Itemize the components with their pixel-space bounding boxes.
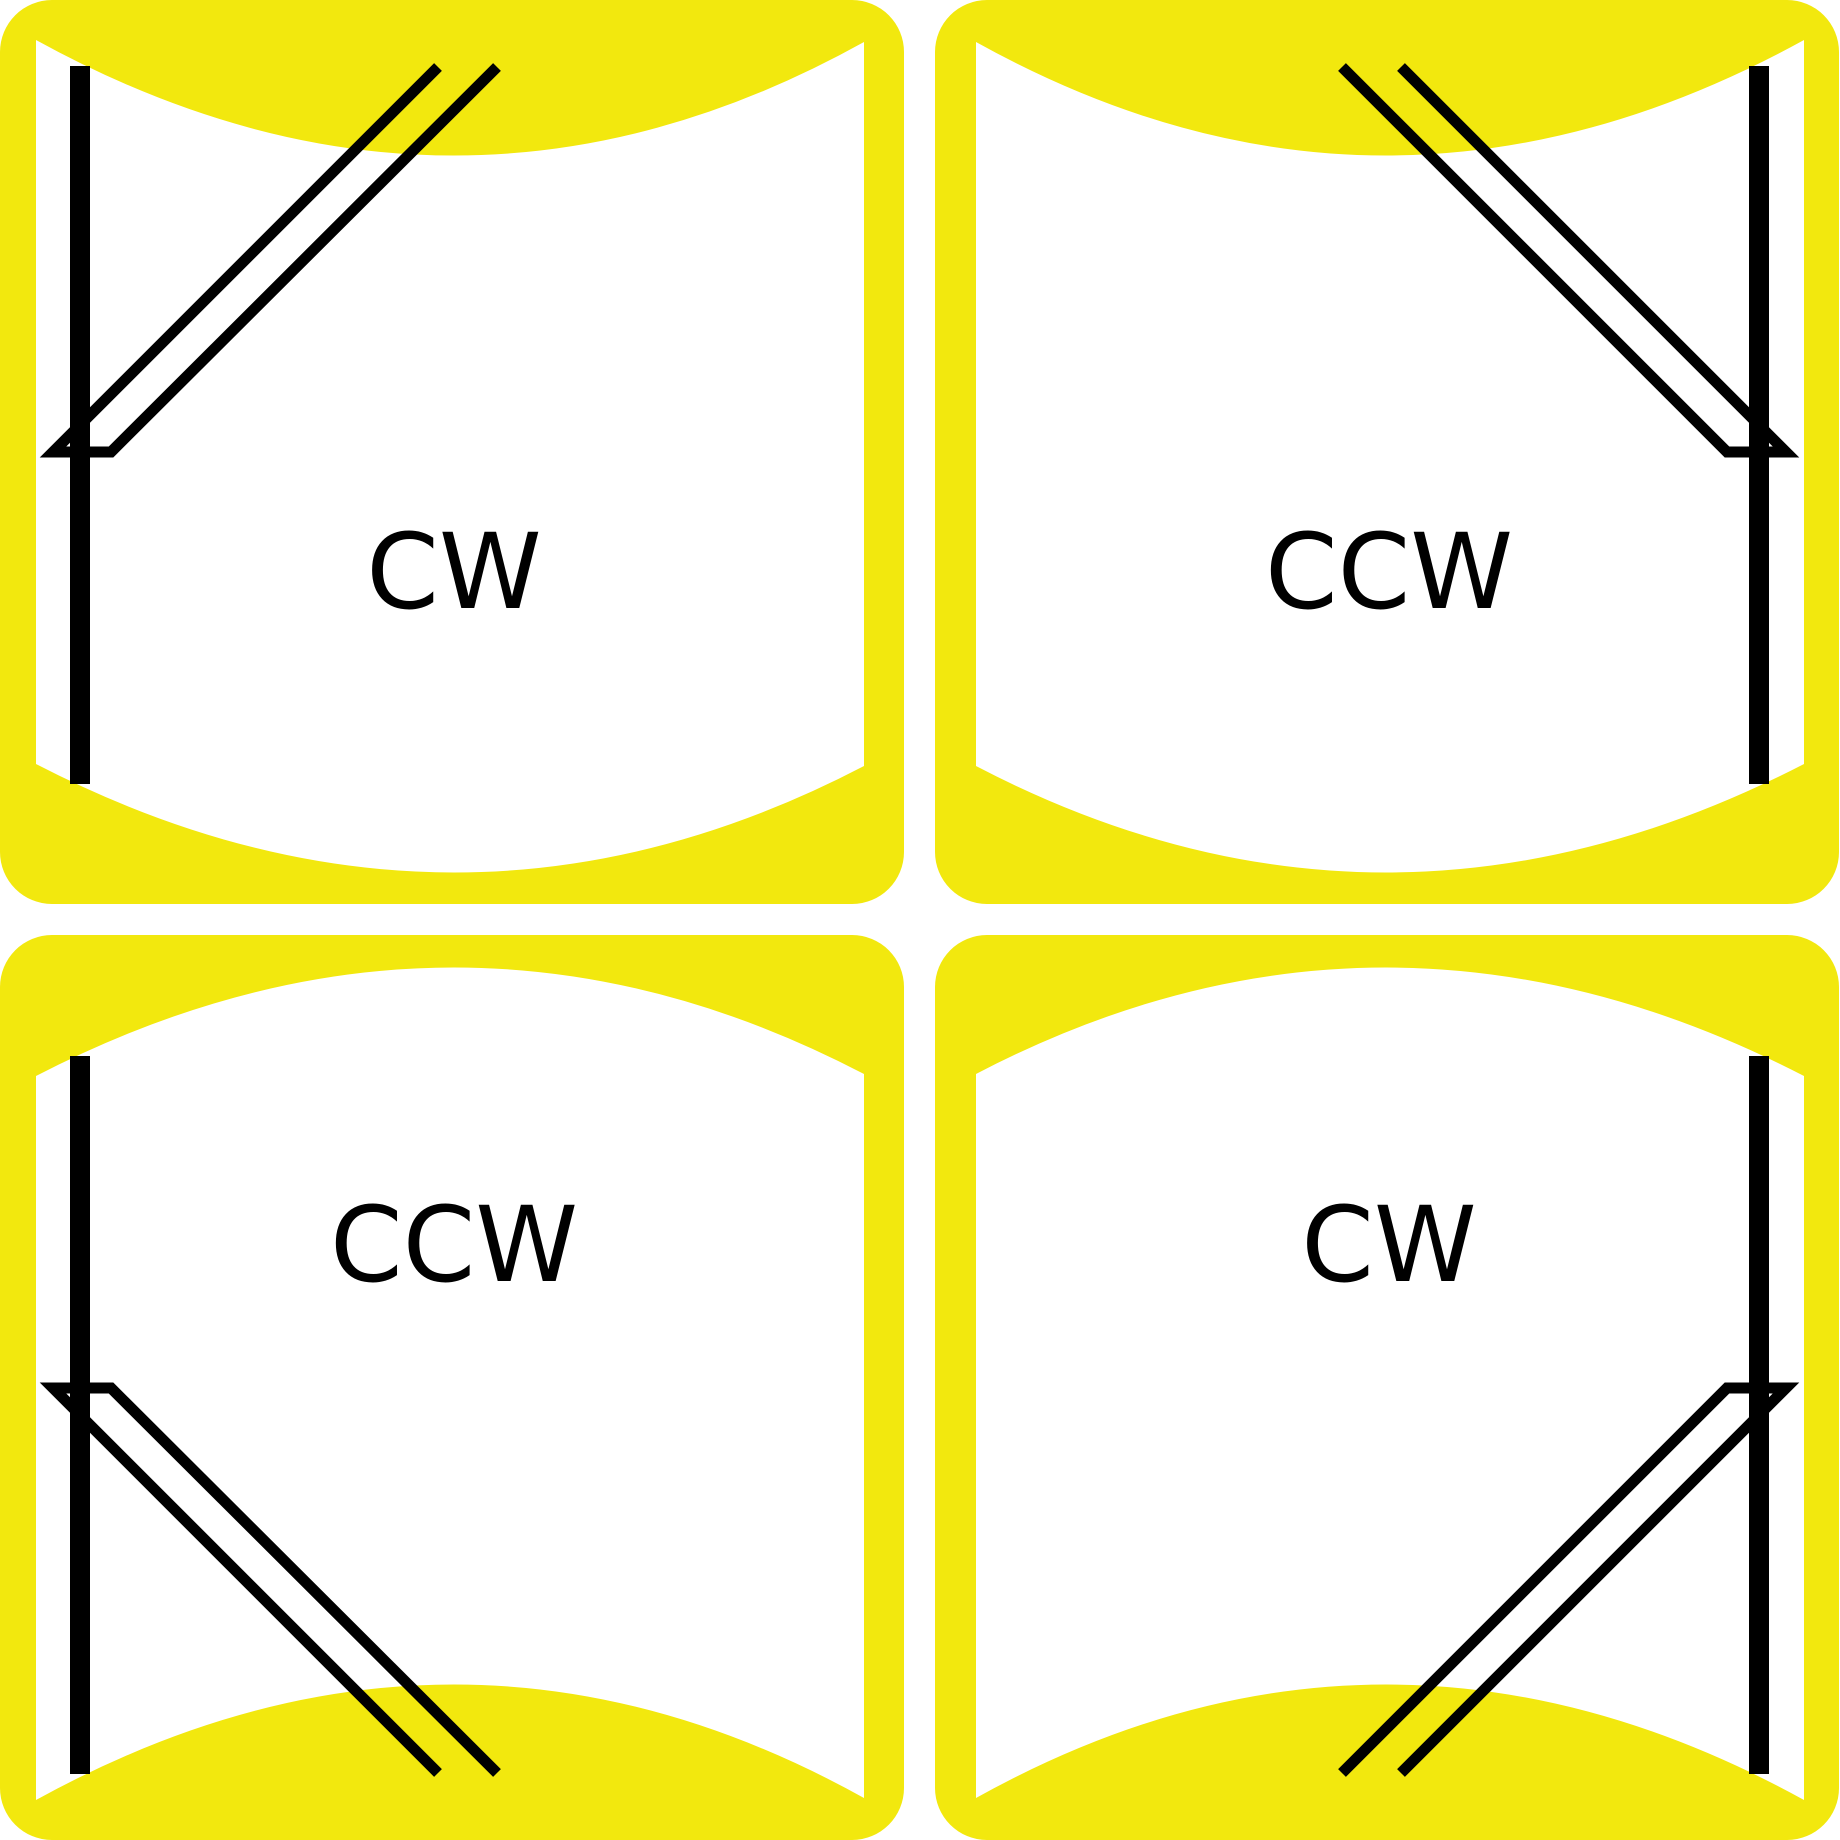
panel-top-left: CW [0, 0, 904, 904]
panel-arrow [39, 63, 501, 458]
panel-bottom-right: CW [935, 935, 1839, 1840]
panel-label: CW [366, 511, 541, 633]
panel-label: CW [1301, 1184, 1476, 1306]
panel-bottom-left: CCW [0, 935, 904, 1840]
panel-top-right: CCW [935, 0, 1839, 904]
panel-window [36, 967, 864, 1800]
panel-arrow [1338, 1382, 1800, 1777]
panel-window [36, 40, 864, 873]
panel-window [976, 967, 1804, 1800]
panel-label: CCW [1265, 511, 1513, 633]
panel-arrow [1338, 63, 1800, 458]
panel-label: CCW [330, 1184, 578, 1306]
panel-window [976, 40, 1804, 873]
panel-arrow [39, 1382, 501, 1777]
